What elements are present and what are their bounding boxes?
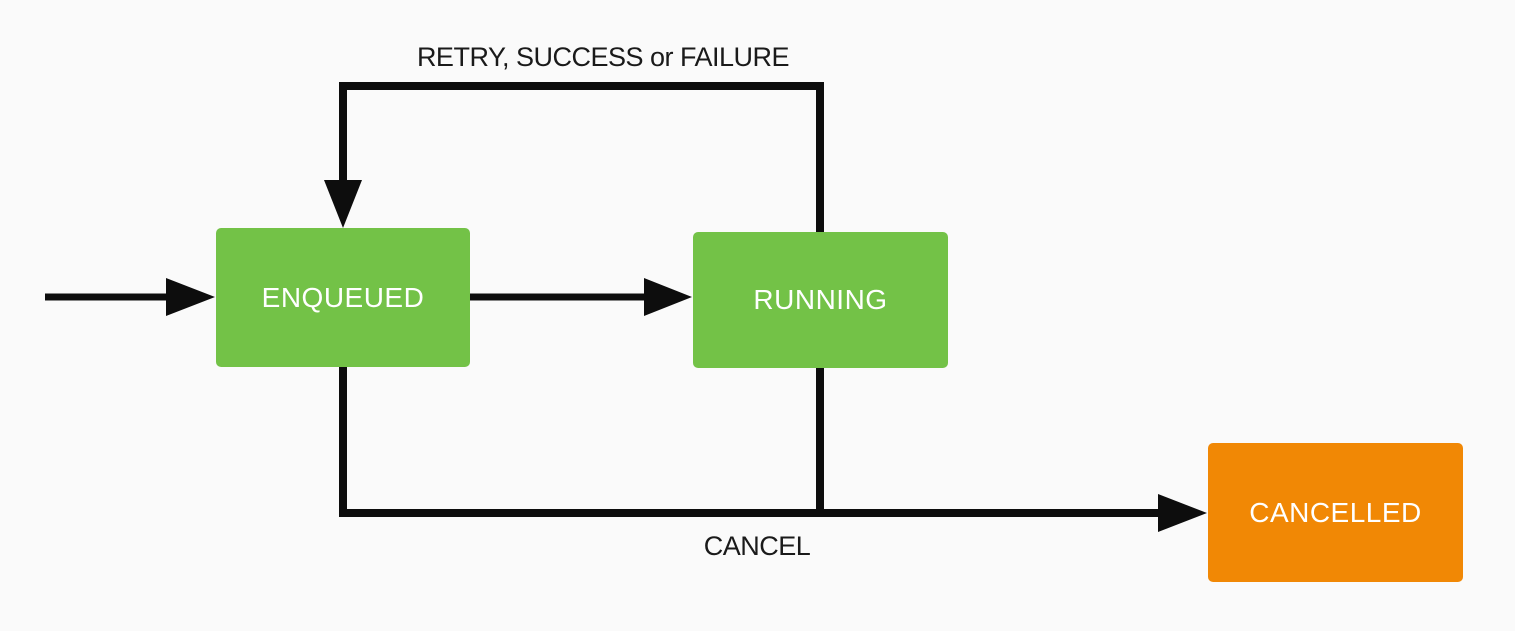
retry-loop-line	[339, 82, 824, 232]
retry-loop-arrowhead-icon	[324, 180, 362, 228]
state-label-enqueued: ENQUEUED	[261, 281, 425, 313]
state-node-enqueued: ENQUEUED	[216, 228, 470, 367]
cancel-arrowhead-icon	[1158, 494, 1207, 532]
edge-label-cancel: CANCEL	[703, 531, 811, 561]
cancel-line	[339, 367, 1159, 517]
entry-arrowhead-icon	[166, 278, 215, 316]
enqueued-to-running-arrowhead-icon	[644, 278, 692, 316]
state-label-cancelled: CANCELLED	[1249, 496, 1422, 528]
state-node-cancelled: CANCELLED	[1208, 443, 1463, 582]
state-node-running: RUNNING	[693, 232, 948, 368]
state-label-running: RUNNING	[753, 284, 888, 315]
edge-label-retry-success-failure: RETRY, SUCCESS or FAILURE	[416, 42, 790, 72]
